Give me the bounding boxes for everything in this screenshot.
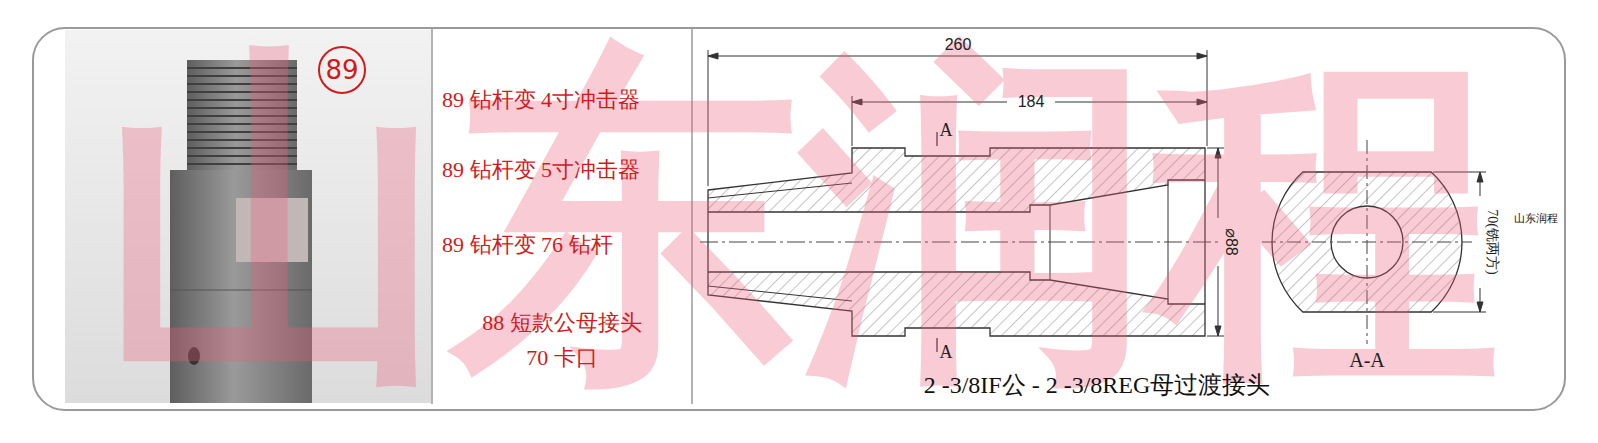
section-mark: A xyxy=(940,121,953,141)
watermark-small: 山东润程 xyxy=(1514,212,1558,224)
dimension-label: 70(铣两方) xyxy=(1484,209,1499,274)
callout-circle: 89 xyxy=(318,46,366,94)
product-line: 88 短款公母接头 xyxy=(482,311,642,335)
section-mark: A xyxy=(940,343,953,363)
dimension-label: ⌀88 xyxy=(1222,228,1240,255)
product-line: 89 钻杆变 5寸冲击器 xyxy=(442,158,640,182)
product-line: 89 钻杆变 76 钻杆 xyxy=(442,233,613,257)
watermark: 山东润程 xyxy=(100,43,1500,393)
drawing-caption: 2 -3/8IF公 - 2 -3/8REG母过渡接头 xyxy=(924,372,1271,398)
section-title: A-A xyxy=(1349,349,1385,371)
product-line: 89 钻杆变 4寸冲击器 xyxy=(442,88,640,112)
dimension-label: 184 xyxy=(1018,93,1045,111)
callout-number: 89 xyxy=(325,57,358,83)
product-line: 70 卡口 xyxy=(526,346,598,370)
dimension-label: 260 xyxy=(945,36,972,54)
